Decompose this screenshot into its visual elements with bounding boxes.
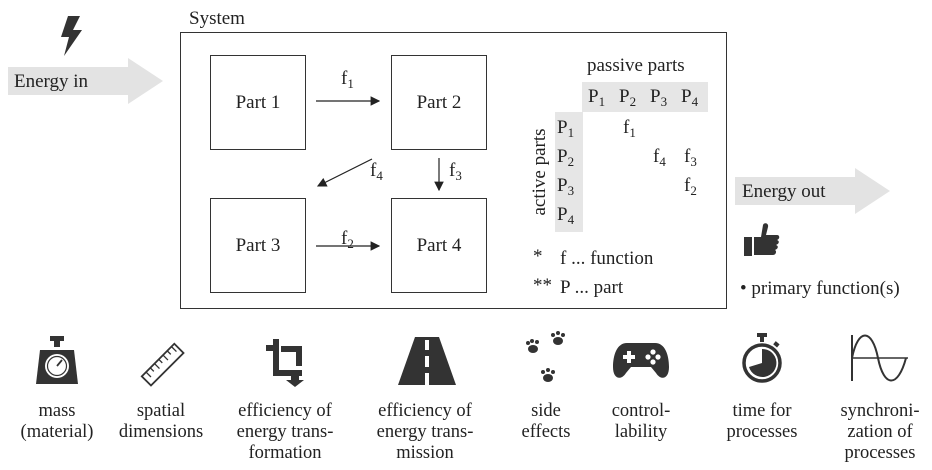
energy-out-label: Energy out	[742, 181, 826, 202]
criterion-efficiency-transformation: efficiency of energy trans- formation	[236, 401, 334, 463]
system-label: System	[189, 8, 245, 29]
criterion-synchronization: synchroni- zation of processes	[840, 401, 920, 463]
system-frame	[180, 32, 727, 309]
matrix-cell-p2-p4: f3	[684, 146, 697, 169]
stopwatch-icon	[742, 333, 782, 383]
row-header-p3: P3	[557, 175, 575, 198]
legend-star-2: **	[533, 275, 552, 296]
matrix-cell-p3-p4: f2	[684, 175, 697, 198]
active-parts-label: active parts	[529, 128, 550, 216]
f1-label: f1	[341, 68, 354, 91]
col-header-p3: P3	[650, 86, 668, 109]
row-header-p2: P2	[557, 146, 575, 169]
matrix-row-header	[555, 112, 583, 232]
ruler-icon	[140, 342, 185, 387]
criterion-controllability: control- lability	[611, 401, 671, 442]
col-header-p2: P2	[619, 86, 637, 109]
criterion-spatial-dimensions: spatial dimensions	[118, 401, 204, 442]
row-header-p4: P4	[557, 204, 575, 227]
criterion-efficiency-transmission: efficiency of energy trans- mission	[376, 401, 474, 463]
f2-label: f2	[341, 228, 354, 251]
energy-in-label: Energy in	[14, 71, 89, 92]
paw-prints-icon	[526, 331, 565, 382]
criterion-time-for-processes: time for processes	[726, 401, 798, 442]
sine-wave-icon	[851, 334, 908, 382]
f3-label: f3	[449, 160, 462, 183]
thumbs-up-icon	[744, 223, 780, 256]
criterion-mass: mass (material)	[20, 401, 94, 442]
road-icon	[398, 337, 456, 385]
part-3-box: Part 3	[210, 198, 306, 293]
col-header-p1: P1	[588, 86, 606, 109]
criterion-side-effects: side effects	[521, 401, 571, 442]
passive-parts-label: passive parts	[587, 55, 685, 76]
lightning-icon	[61, 16, 82, 56]
arrow-f4	[316, 158, 373, 187]
f4-label: f4	[370, 160, 383, 183]
part-4-box: Part 4	[391, 198, 487, 293]
energy-in-arrow	[8, 58, 163, 104]
row-header-p1: P1	[557, 117, 575, 140]
matrix-cell-p2-p3: f4	[653, 146, 666, 169]
gamepad-icon	[613, 343, 669, 378]
col-header-p4: P4	[681, 86, 699, 109]
energy-out-arrow	[735, 168, 890, 214]
matrix-cell-p1-p2: f1	[623, 117, 636, 140]
primary-function-label: • primary function(s)	[740, 278, 900, 299]
scale-icon	[36, 336, 78, 384]
crop-icon	[266, 339, 304, 387]
part-2-box: Part 2	[391, 55, 487, 150]
legend-part: P ... part	[560, 277, 624, 298]
matrix-column-header	[582, 82, 708, 112]
legend-star-1: *	[533, 246, 543, 267]
part-1-box: Part 1	[210, 55, 306, 150]
legend-function: f ... function	[560, 248, 654, 269]
